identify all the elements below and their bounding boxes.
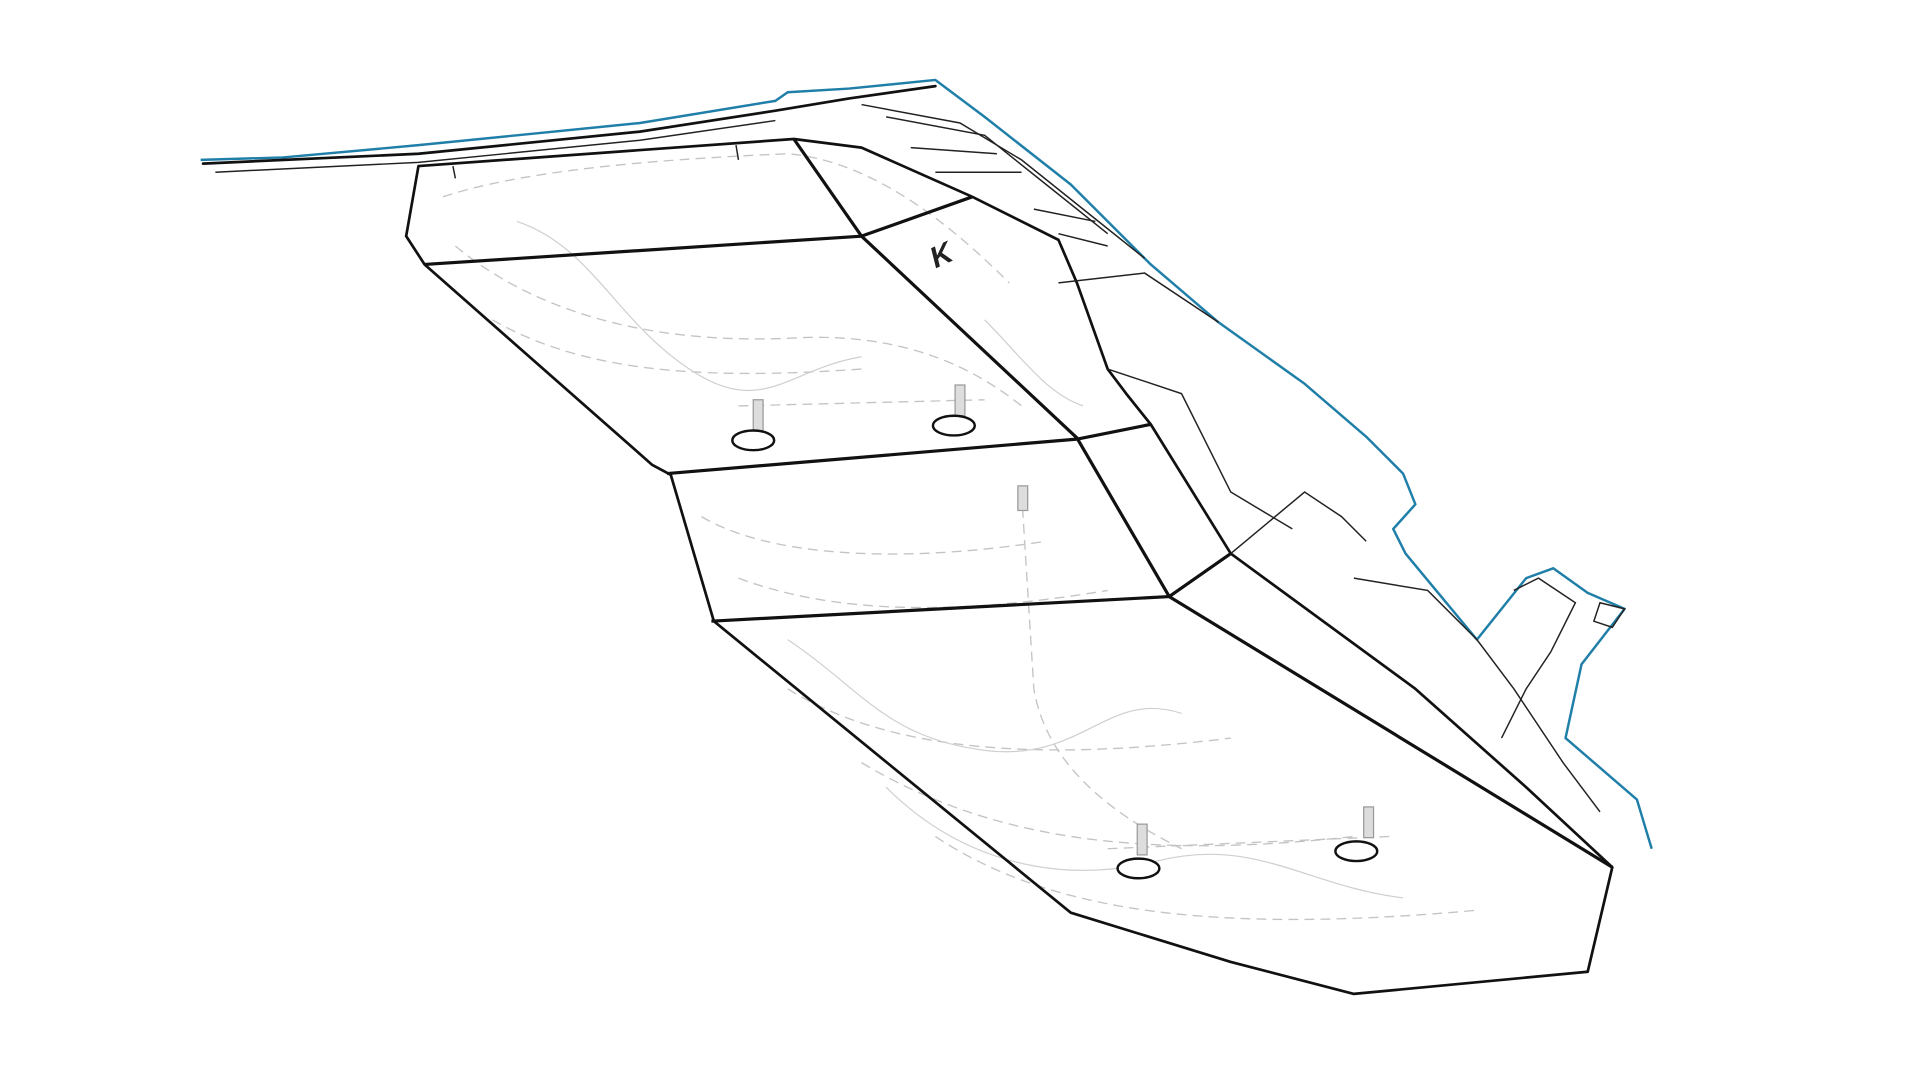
hidden-lines: [442, 153, 1477, 921]
top-flange: [201, 84, 1146, 259]
mounting-hole: [731, 429, 776, 452]
skid-plate-body: [404, 137, 1626, 996]
stud: [1363, 806, 1375, 839]
stud: [954, 384, 966, 417]
mounting-hole: [1116, 857, 1161, 880]
mounting-hole: [1334, 840, 1379, 863]
brand-logo: K: [925, 235, 961, 275]
stud: [1136, 823, 1148, 856]
mounting-holes: [452, 145, 1379, 880]
stud: [752, 399, 764, 432]
stud: [1017, 485, 1029, 512]
mounting-hole: [931, 414, 977, 437]
silhouette-outline: [200, 78, 1653, 850]
